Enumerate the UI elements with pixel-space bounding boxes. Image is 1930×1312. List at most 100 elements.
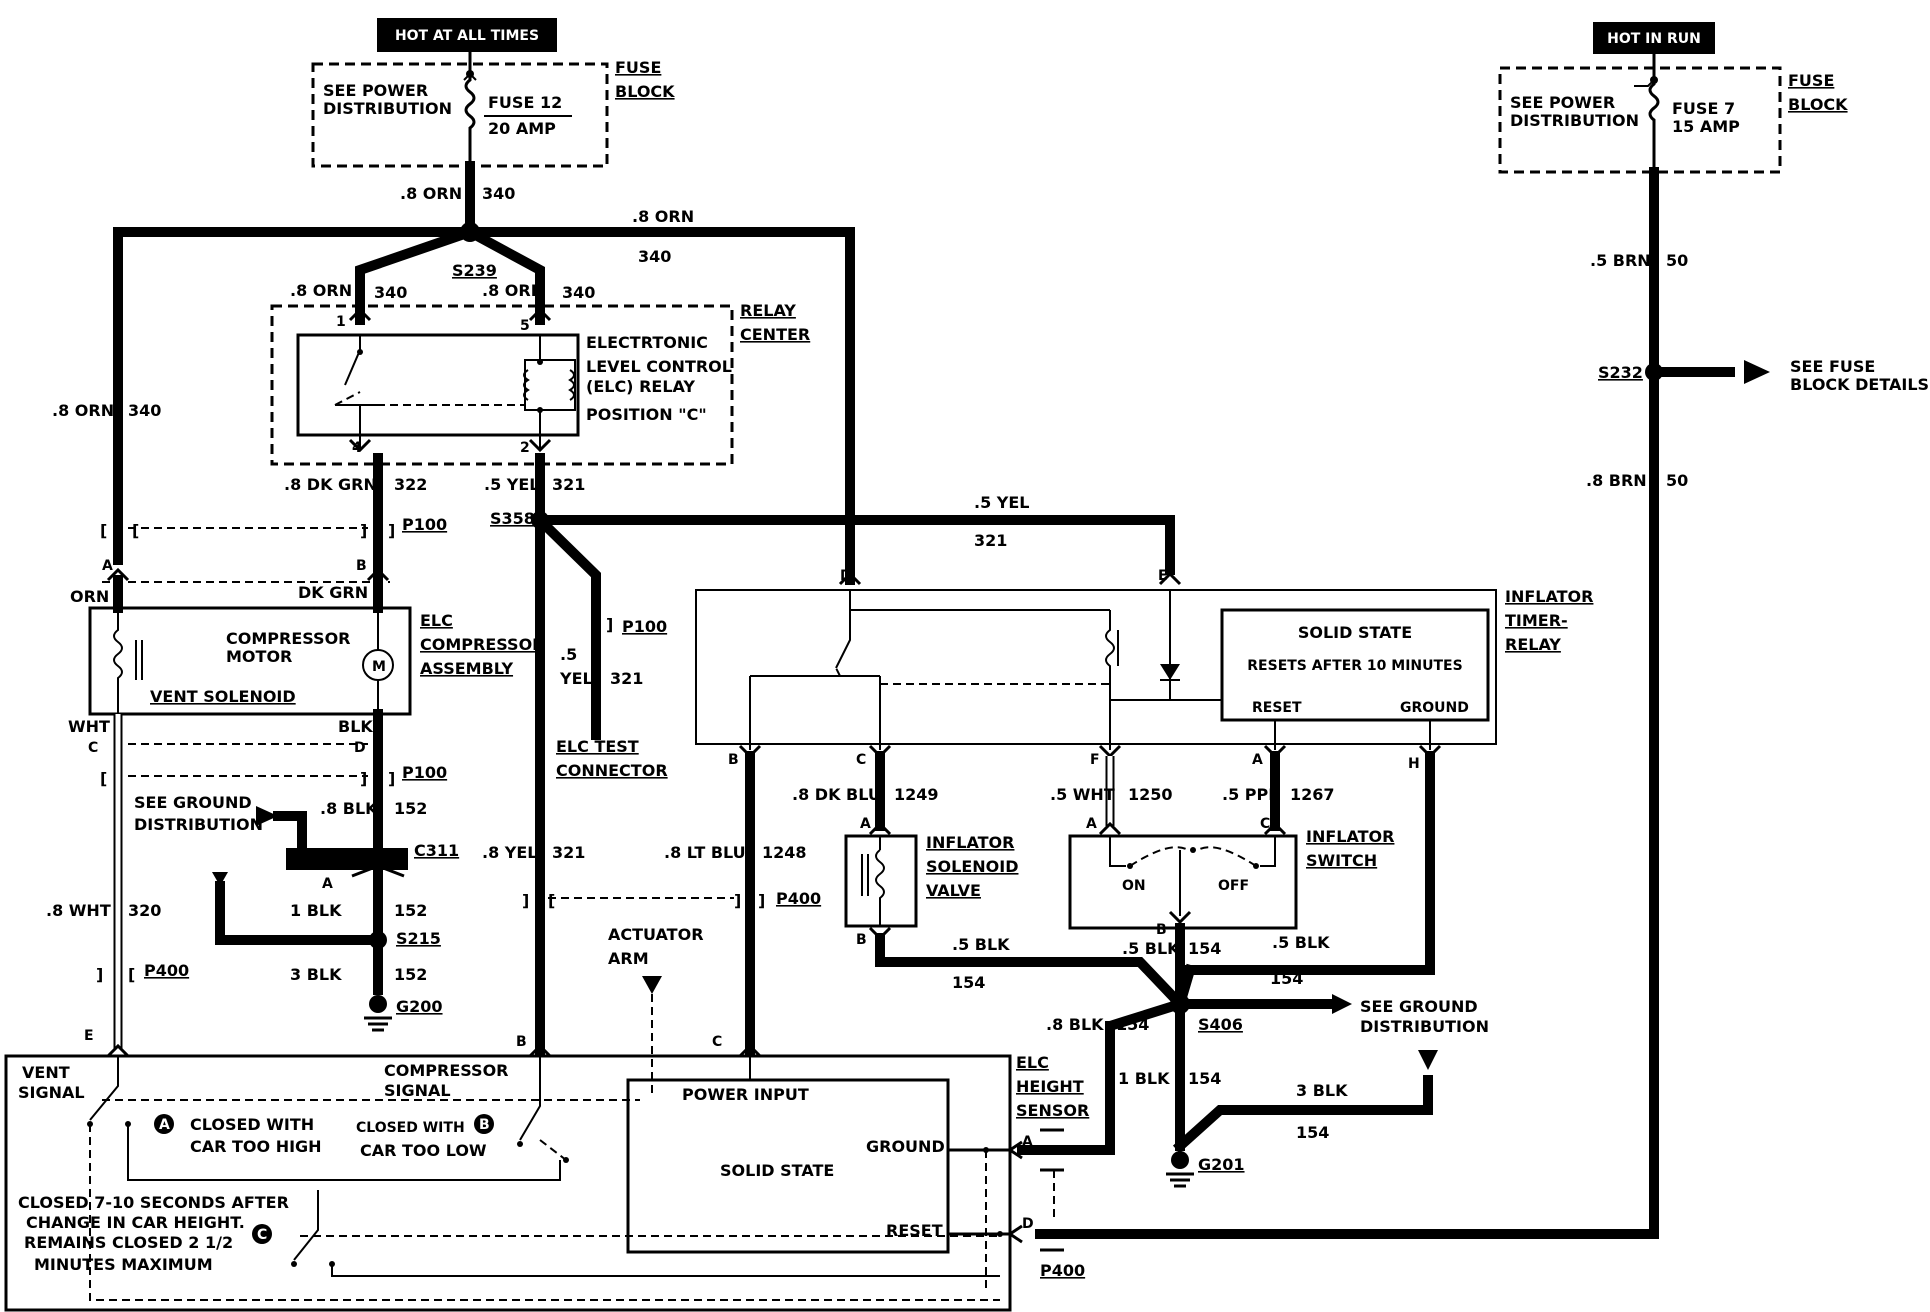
svg-text:]: ] bbox=[388, 769, 395, 788]
hot-at-all-times-header: HOT AT ALL TIMES bbox=[377, 18, 557, 52]
svg-text:COMPRESSOR: COMPRESSOR bbox=[226, 629, 351, 648]
label-1249: 1249 bbox=[894, 785, 939, 804]
svg-text:B: B bbox=[356, 558, 367, 574]
svg-text:ON: ON bbox=[1122, 878, 1146, 894]
svg-text:20 AMP: 20 AMP bbox=[488, 119, 556, 138]
svg-text:RESETS AFTER 10 MINUTES: RESETS AFTER 10 MINUTES bbox=[1247, 658, 1462, 674]
svg-text:[: [ bbox=[548, 891, 555, 910]
label-340-right: 340 bbox=[638, 247, 671, 266]
label-321-c: 321 bbox=[552, 843, 585, 862]
svg-text:DISTRIBUTION: DISTRIBUTION bbox=[323, 99, 452, 118]
svg-text:321: 321 bbox=[610, 669, 643, 688]
svg-text:5: 5 bbox=[520, 318, 530, 334]
label-8orn-left: .8 ORN bbox=[52, 401, 114, 420]
label-340-pin5: 340 bbox=[562, 283, 595, 302]
connector-p100-top: [ [ ] ] P100 bbox=[100, 515, 447, 540]
label-8dkblu: .8 DK BLU bbox=[792, 785, 881, 804]
svg-text:]: ] bbox=[360, 769, 367, 788]
svg-text:]: ] bbox=[606, 615, 613, 634]
svg-text:E: E bbox=[1158, 568, 1168, 584]
svg-text:G201: G201 bbox=[1198, 1155, 1245, 1174]
label-1248: 1248 bbox=[762, 843, 807, 862]
svg-text:INFLATOR: INFLATOR bbox=[1306, 827, 1394, 846]
label-50-b: 50 bbox=[1666, 471, 1688, 490]
svg-text:[: [ bbox=[132, 521, 139, 540]
svg-text:RELAY: RELAY bbox=[1505, 635, 1561, 654]
svg-text:DISTRIBUTION: DISTRIBUTION bbox=[1510, 111, 1639, 130]
svg-text:RESET: RESET bbox=[1252, 700, 1302, 716]
svg-text:SWITCH: SWITCH bbox=[1306, 851, 1377, 870]
svg-text:[: [ bbox=[100, 521, 107, 540]
elc-relay: 1 5 4 2 ELECTRTONIC LEVEL CONTROL (ELC) … bbox=[270, 301, 810, 466]
svg-text:DISTRIBUTION: DISTRIBUTION bbox=[134, 815, 263, 834]
svg-text:A: A bbox=[1252, 752, 1263, 768]
svg-text:]: ] bbox=[758, 891, 765, 910]
svg-text:ORN: ORN bbox=[70, 587, 109, 606]
svg-text:B: B bbox=[856, 932, 867, 948]
label-wht: WHT bbox=[68, 717, 110, 736]
label-340-top: 340 bbox=[482, 184, 515, 203]
svg-text:1 BLK: 1 BLK bbox=[290, 901, 342, 920]
elc-height-sensor: E B C VENT SIGNAL COMPRESSOR SIGNAL A CL… bbox=[4, 1028, 1089, 1312]
svg-text:.5: .5 bbox=[560, 645, 577, 664]
svg-text:RELAY: RELAY bbox=[740, 301, 796, 320]
svg-text:D: D bbox=[840, 568, 852, 584]
ground-distribution-left: SEE GROUND DISTRIBUTION .8 BLK 152 C311 … bbox=[134, 793, 459, 1032]
label-8ltblu: .8 LT BLU bbox=[664, 843, 746, 862]
svg-text:A: A bbox=[102, 558, 113, 574]
svg-text:]: ] bbox=[522, 891, 529, 910]
label-5blk-a: .5 BLK bbox=[952, 935, 1010, 954]
svg-text:S406: S406 bbox=[1198, 1015, 1243, 1034]
svg-text:P100: P100 bbox=[402, 763, 447, 782]
svg-text:A: A bbox=[322, 876, 333, 892]
connector-p400-right: A D P400 bbox=[1007, 1021, 1115, 1280]
svg-text:]: ] bbox=[360, 521, 367, 540]
svg-text:CLOSED 7-10 SECONDS AFTER: CLOSED 7-10 SECONDS AFTER bbox=[18, 1193, 289, 1212]
fuse-block-left: SEE POWER DISTRIBUTION FUSE 12 20 AMP FU… bbox=[311, 52, 675, 168]
label-321-b: 321 bbox=[974, 531, 1007, 550]
wire-154-h bbox=[1185, 751, 1435, 975]
inflator-solenoid-valve: A B INFLATOR SOLENOID VALVE bbox=[844, 816, 1018, 948]
svg-text:CAR TOO LOW: CAR TOO LOW bbox=[360, 1141, 487, 1160]
label-322: 322 bbox=[394, 475, 427, 494]
svg-text:ACTUATOR: ACTUATOR bbox=[608, 925, 704, 944]
label-340-left: 340 bbox=[128, 401, 161, 420]
svg-text:D: D bbox=[354, 740, 366, 756]
inflator-switch: A C ON OFF B INFLATOR SWITCH bbox=[1068, 816, 1394, 938]
svg-text:GROUND: GROUND bbox=[866, 1137, 945, 1156]
svg-text:4: 4 bbox=[352, 440, 362, 456]
svg-text:C: C bbox=[1260, 816, 1270, 832]
inflator-timer-relay: D E SOLID STATE RESETS AFTER 10 MINUTES … bbox=[695, 568, 1593, 772]
svg-text:P100: P100 bbox=[402, 515, 447, 534]
wire-321-test bbox=[540, 520, 601, 740]
label-8yel: .8 YEL bbox=[482, 843, 538, 862]
svg-text:B: B bbox=[1156, 922, 1167, 938]
svg-text:VENT: VENT bbox=[22, 1063, 70, 1082]
label-8blk: .8 BLK bbox=[1046, 1015, 1104, 1034]
svg-text:CHANGE IN CAR HEIGHT.: CHANGE IN CAR HEIGHT. bbox=[26, 1213, 245, 1232]
elc-test-connector: ] P100 .5 YEL 321 ELC TEST CONNECTOR bbox=[556, 615, 668, 780]
svg-text:]: ] bbox=[734, 891, 741, 910]
label-5ppl: .5 PPL bbox=[1222, 785, 1278, 804]
label-154-f: 154 bbox=[1296, 1123, 1329, 1142]
svg-text:CLOSED WITH: CLOSED WITH bbox=[356, 1120, 465, 1136]
svg-text:SEE POWER: SEE POWER bbox=[323, 81, 428, 100]
svg-text:BLOCK: BLOCK bbox=[1788, 95, 1848, 114]
svg-text:M: M bbox=[372, 659, 386, 675]
svg-text:BLOCK: BLOCK bbox=[615, 82, 675, 101]
label-5yel-b: .5 YEL bbox=[974, 493, 1030, 512]
svg-text:SEE POWER: SEE POWER bbox=[1510, 93, 1615, 112]
label-154-b: 154 bbox=[1188, 939, 1221, 958]
svg-text:]: ] bbox=[388, 521, 395, 540]
svg-text:CAR TOO HIGH: CAR TOO HIGH bbox=[190, 1137, 322, 1156]
fuse-block-right: SEE POWER DISTRIBUTION FUSE 7 15 AMP FUS… bbox=[1498, 54, 1848, 174]
svg-text:POWER INPUT: POWER INPUT bbox=[682, 1085, 809, 1104]
svg-text:DISTRIBUTION: DISTRIBUTION bbox=[1360, 1017, 1489, 1036]
svg-text:SIGNAL: SIGNAL bbox=[384, 1081, 451, 1100]
svg-text:15 AMP: 15 AMP bbox=[1672, 117, 1740, 136]
svg-text:CLOSED WITH: CLOSED WITH bbox=[190, 1115, 314, 1134]
svg-text:FUSE 12: FUSE 12 bbox=[488, 93, 562, 112]
label-1250: 1250 bbox=[1128, 785, 1173, 804]
svg-text:.8 BLK: .8 BLK bbox=[320, 799, 378, 818]
svg-text:A: A bbox=[860, 816, 871, 832]
